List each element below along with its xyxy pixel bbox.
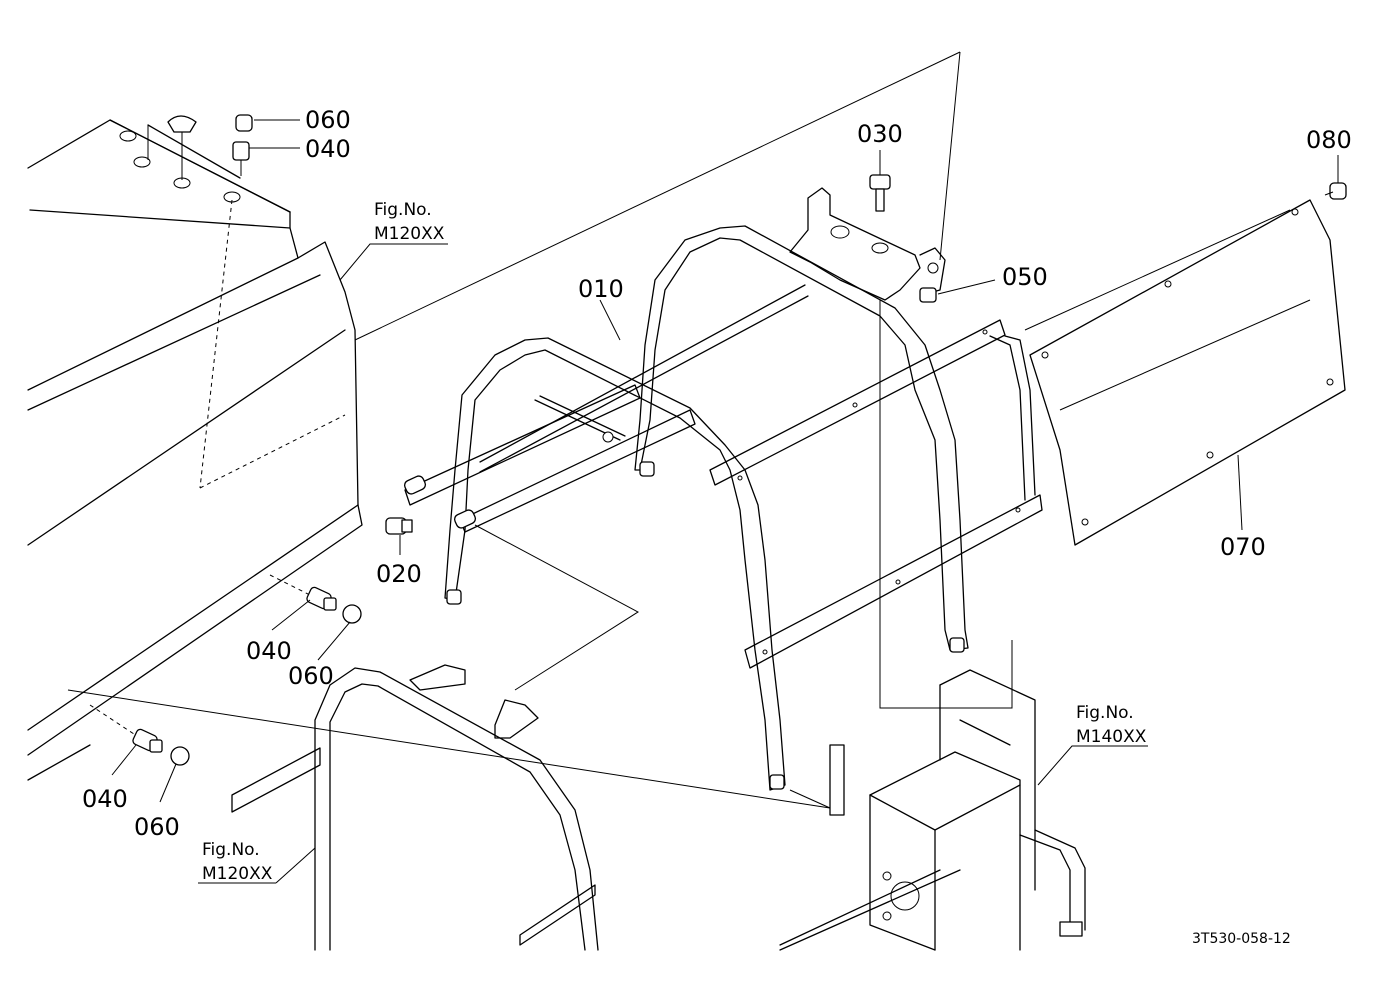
rops-tube: [231, 664, 599, 951]
part-labels: 060 040 030 080 050 010 020 070 040 060 …: [82, 106, 1352, 841]
leader-lines: [67, 51, 1311, 809]
hood-top-fasteners: [119, 114, 346, 489]
part-label-060-top: 060: [305, 106, 351, 134]
part-label-040-mid: 040: [246, 637, 292, 665]
figure-ref-right: Fig.No. M140XX: [1037, 703, 1148, 786]
part-label-010: 010: [578, 275, 624, 303]
part-label-070: 070: [1220, 533, 1266, 561]
part-label-040-low: 040: [82, 785, 128, 813]
fig-ref-lower-line2: M120XX: [202, 864, 273, 884]
bolt-030: [869, 174, 891, 212]
part-label-040-top: 040: [305, 135, 351, 163]
part-label-020: 020: [376, 560, 422, 588]
figure-ref-upper: Fig.No. M120XX: [339, 200, 448, 281]
figure-ref-lower: Fig.No. M120XX: [198, 840, 316, 884]
panel-070: [1029, 199, 1346, 546]
part-label-060-low: 060: [134, 813, 180, 841]
frame-010: [403, 187, 1043, 791]
hood-housing: [27, 119, 363, 781]
fig-ref-right-line2: M140XX: [1076, 727, 1147, 747]
part-label-050: 050: [1002, 263, 1048, 291]
chassis-box: [779, 669, 1086, 951]
fig-ref-upper-line2: M120XX: [374, 224, 445, 244]
figure-code: 3T530-058-12: [1192, 931, 1291, 947]
nut-050: [919, 287, 937, 303]
bolt-020: [385, 517, 413, 535]
part-label-060-mid: 060: [288, 662, 334, 690]
part-label-080: 080: [1306, 126, 1352, 154]
fastener-set-low: [132, 728, 190, 766]
bolt-080: [1324, 182, 1347, 200]
fastener-set-mid: [306, 586, 362, 624]
fig-ref-upper-line1: Fig.No.: [374, 200, 432, 220]
part-label-030: 030: [857, 120, 903, 148]
fig-ref-lower-line1: Fig.No.: [202, 840, 260, 860]
fig-ref-right-line1: Fig.No.: [1076, 703, 1134, 723]
